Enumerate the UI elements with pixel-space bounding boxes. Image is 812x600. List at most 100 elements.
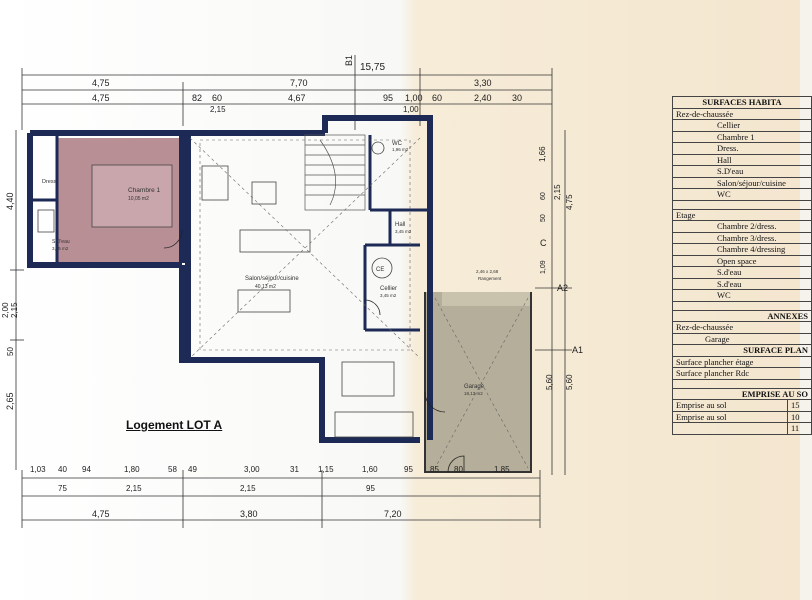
annexes-rdc: Rez-de-chaussée bbox=[672, 321, 812, 334]
dim-bot-r1-1: 40 bbox=[58, 465, 67, 474]
annexes-item: Garage bbox=[672, 332, 812, 345]
exterior-walls bbox=[27, 115, 433, 443]
spacer-row bbox=[672, 199, 812, 210]
dim-left-4: 2,65 bbox=[5, 392, 15, 410]
rdc-item: Dress. bbox=[672, 142, 812, 155]
dim-top-r2-4: 95 bbox=[383, 93, 393, 103]
surfaces-table: SURFACES HABITA Rez-de-chaussée Cellier … bbox=[672, 96, 812, 435]
dim-top-r2-8: 30 bbox=[512, 93, 522, 103]
section-etage: Etage bbox=[672, 208, 812, 221]
dim-right-1: 2,15 bbox=[553, 184, 562, 200]
emprise-header: EMPRISE AU SO bbox=[672, 387, 812, 400]
etage-item: Chambre 2/dress. bbox=[672, 220, 812, 233]
garage-walls bbox=[424, 292, 532, 473]
top-dimension-lines bbox=[21, 55, 553, 130]
dim-bot-r2-1: 2,15 bbox=[126, 484, 142, 493]
emprise-value: 11 bbox=[787, 422, 812, 435]
dim-top-r2-3: 4,67 bbox=[288, 93, 306, 103]
rdc-item: S.D'eau bbox=[672, 165, 812, 178]
dim-bot-r2-2: 2,15 bbox=[240, 484, 256, 493]
doors bbox=[163, 229, 465, 473]
surfaces-header: SURFACES HABITA bbox=[672, 96, 812, 109]
wc-label: WC bbox=[392, 141, 403, 147]
dim-right-4: 50 bbox=[540, 214, 547, 222]
dim-top-r1-0: 4,75 bbox=[92, 78, 110, 88]
dim-top-r2-0: 4,75 bbox=[92, 93, 110, 103]
dim-bot-r1-10: 95 bbox=[404, 465, 413, 474]
dim-bot-r3-2: 7,20 bbox=[384, 509, 402, 519]
wc-area: 1,96 m2 bbox=[392, 147, 409, 152]
rdc-item: Cellier bbox=[672, 119, 812, 132]
hall-area: 3,45 m2 bbox=[395, 229, 412, 234]
ceiling-lines bbox=[189, 137, 529, 469]
dim-bot-r2-0: 75 bbox=[58, 484, 67, 493]
rdc-item: Chambre 1 bbox=[672, 130, 812, 143]
emprise-label: Emprise au sol bbox=[672, 399, 788, 412]
dim-top-r2-6: 60 bbox=[432, 93, 442, 103]
dim-right-2: 4,75 bbox=[565, 194, 574, 210]
garage-label: Garage bbox=[464, 384, 485, 390]
dim-bot-r1-8: 1,15 bbox=[318, 465, 334, 474]
emprise-value: 15 bbox=[787, 399, 812, 412]
plancher-item: Surface plancher Rdc bbox=[672, 367, 812, 380]
dim-right-3: 60 bbox=[540, 192, 547, 200]
rdc-item: Salon/séjour/cuisine bbox=[672, 176, 812, 189]
plancher-item: Surface plancher étage bbox=[672, 355, 812, 368]
dim-right-5: 1,09 bbox=[540, 260, 547, 274]
dim-bot-r1-7: 31 bbox=[290, 465, 299, 474]
plancher-header: SURFACE PLAN bbox=[672, 344, 812, 357]
dim-bot-r1-13: 1,85 bbox=[494, 465, 510, 474]
dim-right-7: 5,60 bbox=[565, 374, 574, 390]
sdeau-area: 3,85 m2 bbox=[52, 246, 69, 251]
axis-a2: A2 bbox=[557, 283, 568, 293]
garage-area: 18,13 m2 bbox=[464, 391, 483, 396]
dim-bot-r1-5: 49 bbox=[188, 465, 197, 474]
sdeau-label: S.D'eau bbox=[52, 239, 70, 245]
chambre1-area: 10,05 m2 bbox=[128, 196, 149, 202]
dim-left-1: 2,00 bbox=[1, 302, 10, 318]
dim-bot-r1-6: 3,00 bbox=[244, 465, 260, 474]
furniture bbox=[37, 141, 414, 438]
section-rdc: Rez-de-chaussée bbox=[672, 107, 812, 120]
dim-bot-r3-1: 3,80 bbox=[240, 509, 258, 519]
interior-walls bbox=[30, 135, 430, 332]
etage-item: S.d'eau bbox=[672, 266, 812, 279]
hall-label: Hall bbox=[395, 222, 405, 228]
rangement-label: Rangement bbox=[478, 276, 502, 281]
dim-top-r2-2: 60 bbox=[212, 93, 222, 103]
garage-lintel bbox=[442, 292, 531, 306]
garage-fill bbox=[425, 292, 531, 472]
spacer-row bbox=[672, 378, 812, 389]
cellier-label: Cellier bbox=[380, 286, 397, 292]
axis-a1: A1 bbox=[572, 345, 583, 355]
dim-top-r3-1: 1,00 bbox=[403, 105, 419, 114]
sejour-label: Salon/séjour/cuisine bbox=[245, 276, 299, 282]
lot-title: Logement LOT A bbox=[126, 418, 223, 432]
dim-bot-r1-3: 1,80 bbox=[124, 465, 140, 474]
annexes-header: ANNEXES bbox=[672, 309, 812, 322]
cellier-area: 3,45 m2 bbox=[380, 293, 397, 298]
staircase bbox=[304, 134, 366, 211]
rdc-item: WC bbox=[672, 188, 812, 201]
dim-top-r2-1: 82 bbox=[192, 93, 202, 103]
sejour-area: 40,13 m2 bbox=[255, 284, 276, 290]
right-dimension-lines bbox=[535, 130, 572, 475]
dim-bot-r1-2: 94 bbox=[82, 465, 91, 474]
dim-bot-r2-3: 95 bbox=[366, 484, 375, 493]
dim-right-6: 5,60 bbox=[545, 374, 554, 390]
axis-c: C bbox=[540, 238, 547, 248]
axis-b1: B1 bbox=[344, 55, 354, 66]
etage-item: Chambre 4/dressing bbox=[672, 243, 812, 256]
rangement-dim: 2,46 x 2,68 bbox=[476, 269, 499, 274]
dim-bot-r1-9: 1,60 bbox=[362, 465, 378, 474]
dim-top-r2-5: 1,00 bbox=[405, 93, 423, 103]
emprise-label bbox=[672, 422, 788, 435]
dim-left-2: 2,15 bbox=[10, 302, 19, 318]
dim-bot-r1-12: 80 bbox=[454, 465, 463, 474]
dim-top-r1-1: 7,70 bbox=[290, 78, 308, 88]
emprise-value: 10 bbox=[787, 410, 812, 423]
etage-item: Chambre 3/dress. bbox=[672, 231, 812, 244]
etage-item: S.d'eau bbox=[672, 277, 812, 290]
